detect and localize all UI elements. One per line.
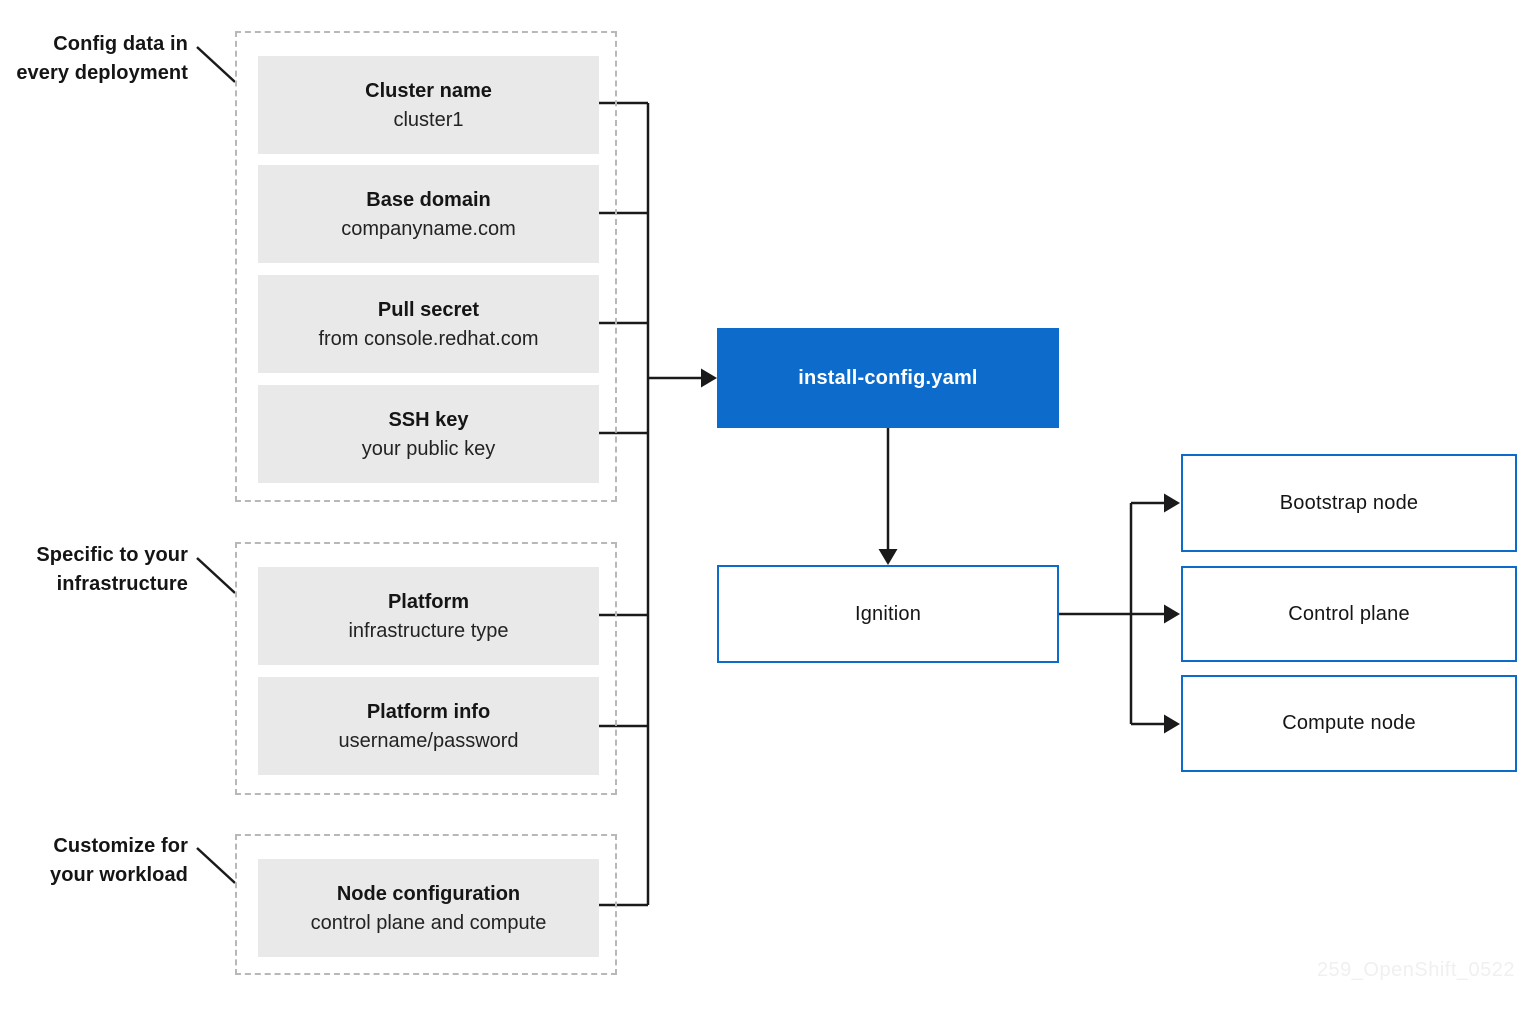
box-base-domain: Base domain companyname.com — [258, 165, 599, 263]
install-config-yaml-label: install-config.yaml — [798, 366, 978, 389]
box-ssh-key-value: your public key — [361, 437, 496, 460]
box-base-domain-value: companyname.com — [341, 217, 516, 240]
box-platform-info-title: Platform info — [366, 700, 491, 723]
group-infrastructure: Platform infrastructure type Platform in… — [235, 542, 617, 795]
box-node-configuration: Node configuration control plane and com… — [258, 859, 599, 957]
bootstrap-node-label: Bootstrap node — [1279, 491, 1419, 514]
label-tick-line-3 — [196, 847, 236, 884]
box-pull-secret: Pull secret from console.redhat.com — [258, 275, 599, 373]
box-platform: Platform infrastructure type — [258, 567, 599, 665]
group-label-workload: Customize for your workload — [50, 835, 188, 886]
box-cluster-name: Cluster name cluster1 — [258, 56, 599, 154]
ignition-output-trunk — [1059, 501, 1165, 726]
group-config-data: Cluster name cluster1 Base domain compan… — [235, 31, 617, 502]
arrowhead-to-compute-node — [1164, 714, 1180, 734]
box-base-domain-title: Base domain — [366, 188, 491, 211]
arrowhead-to-install-config — [701, 368, 717, 388]
box-platform-title: Platform — [387, 590, 470, 613]
group-label-infrastructure: Specific to your infrastructure — [36, 544, 188, 595]
box-node-configuration-title: Node configuration — [336, 882, 521, 905]
box-ssh-key: SSH key your public key — [258, 385, 599, 483]
box-pull-secret-title: Pull secret — [377, 298, 480, 321]
control-plane-label: Control plane — [1288, 602, 1410, 625]
box-cluster-name-value: cluster1 — [393, 108, 464, 131]
label-tick-line-1 — [196, 46, 236, 83]
box-platform-info-value: username/password — [338, 729, 519, 752]
box-platform-value: infrastructure type — [348, 619, 509, 642]
arrowhead-to-bootstrap-node — [1164, 493, 1180, 513]
box-platform-info: Platform info username/password — [258, 677, 599, 775]
box-ssh-key-title: SSH key — [388, 408, 469, 431]
group-workload: Node configuration control plane and com… — [235, 834, 617, 975]
ignition-label: Ignition — [854, 602, 922, 625]
group-label-config-data: Config data in every deployment — [16, 33, 188, 84]
ignition-box: Ignition — [717, 565, 1059, 663]
label-tick-line-2 — [196, 557, 236, 594]
box-node-configuration-value: control plane and compute — [310, 911, 547, 934]
box-cluster-name-title: Cluster name — [365, 79, 492, 102]
arrowhead-to-control-plane — [1164, 604, 1180, 624]
compute-node-box: Compute node — [1181, 675, 1517, 772]
control-plane-box: Control plane — [1181, 566, 1517, 662]
bootstrap-node-box: Bootstrap node — [1181, 454, 1517, 552]
install-config-yaml-box: install-config.yaml — [717, 328, 1059, 428]
compute-node-label: Compute node — [1282, 712, 1416, 734]
box-pull-secret-value: from console.redhat.com — [318, 327, 539, 350]
arrowhead-to-ignition — [878, 549, 898, 565]
watermark-text: 259_OpenShift_0522 — [1316, 959, 1515, 981]
